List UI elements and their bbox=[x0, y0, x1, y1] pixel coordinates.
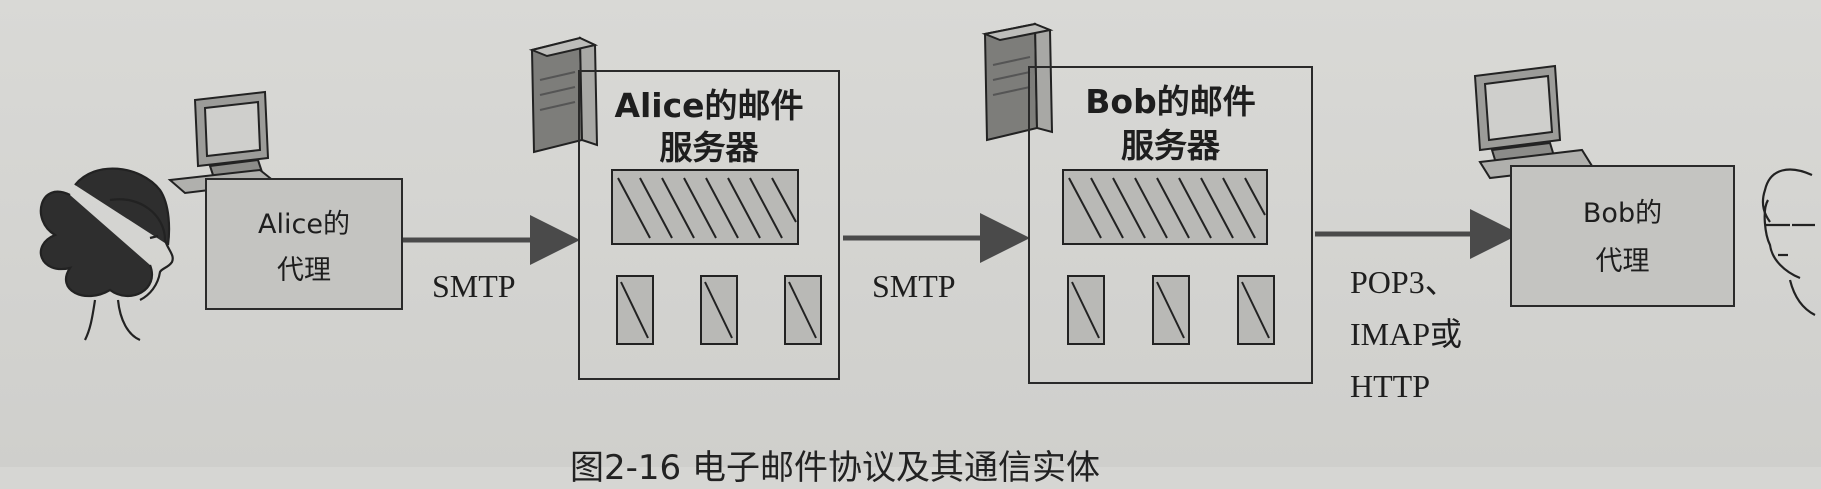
figure-caption: 图2-16 电子邮件协议及其通信实体 bbox=[570, 448, 1100, 488]
alice-agent-box: Alice的 代理 bbox=[205, 178, 403, 310]
bob-mailbox-queue-icon bbox=[1062, 169, 1275, 345]
alice-server-label-line1: Alice的邮件 bbox=[614, 86, 804, 125]
bob-mail-server-box: Bob的邮件 服务器 bbox=[1028, 66, 1313, 384]
alice-agent-label-line1: Alice的 bbox=[258, 209, 350, 240]
alice-mail-server-box: Alice的邮件 服务器 bbox=[578, 70, 840, 380]
alice-server-tower-icon bbox=[528, 36, 599, 154]
bob-server-label-line2: 服务器 bbox=[1121, 126, 1220, 165]
alice-server-label-line2: 服务器 bbox=[659, 128, 759, 167]
protocol-label-imap: IMAP或 bbox=[1350, 316, 1463, 352]
protocol-label-smtp-1: SMTP bbox=[432, 268, 516, 304]
diagram-drawing bbox=[39, 22, 1816, 345]
alice-mailbox-queue-icon bbox=[611, 169, 822, 345]
alice-agent-label-line2: 代理 bbox=[277, 255, 331, 286]
bob-agent-label-line1: Bob的 bbox=[1582, 198, 1663, 229]
bob-server-tower-icon bbox=[981, 22, 1054, 142]
protocol-label-pop3: POP3、 bbox=[1350, 264, 1457, 300]
protocol-label-http: HTTP bbox=[1350, 368, 1430, 404]
bob-agent-box: Bob的 代理 bbox=[1510, 165, 1735, 307]
protocol-label-smtp-2: SMTP bbox=[872, 268, 956, 304]
bob-server-label-line1: Bob的邮件 bbox=[1085, 82, 1256, 121]
bob-agent-label-line2: 代理 bbox=[1595, 246, 1650, 277]
alice-person-icon bbox=[39, 167, 174, 342]
bob-computer-icon bbox=[1473, 64, 1594, 180]
bob-person-icon bbox=[1761, 168, 1816, 316]
